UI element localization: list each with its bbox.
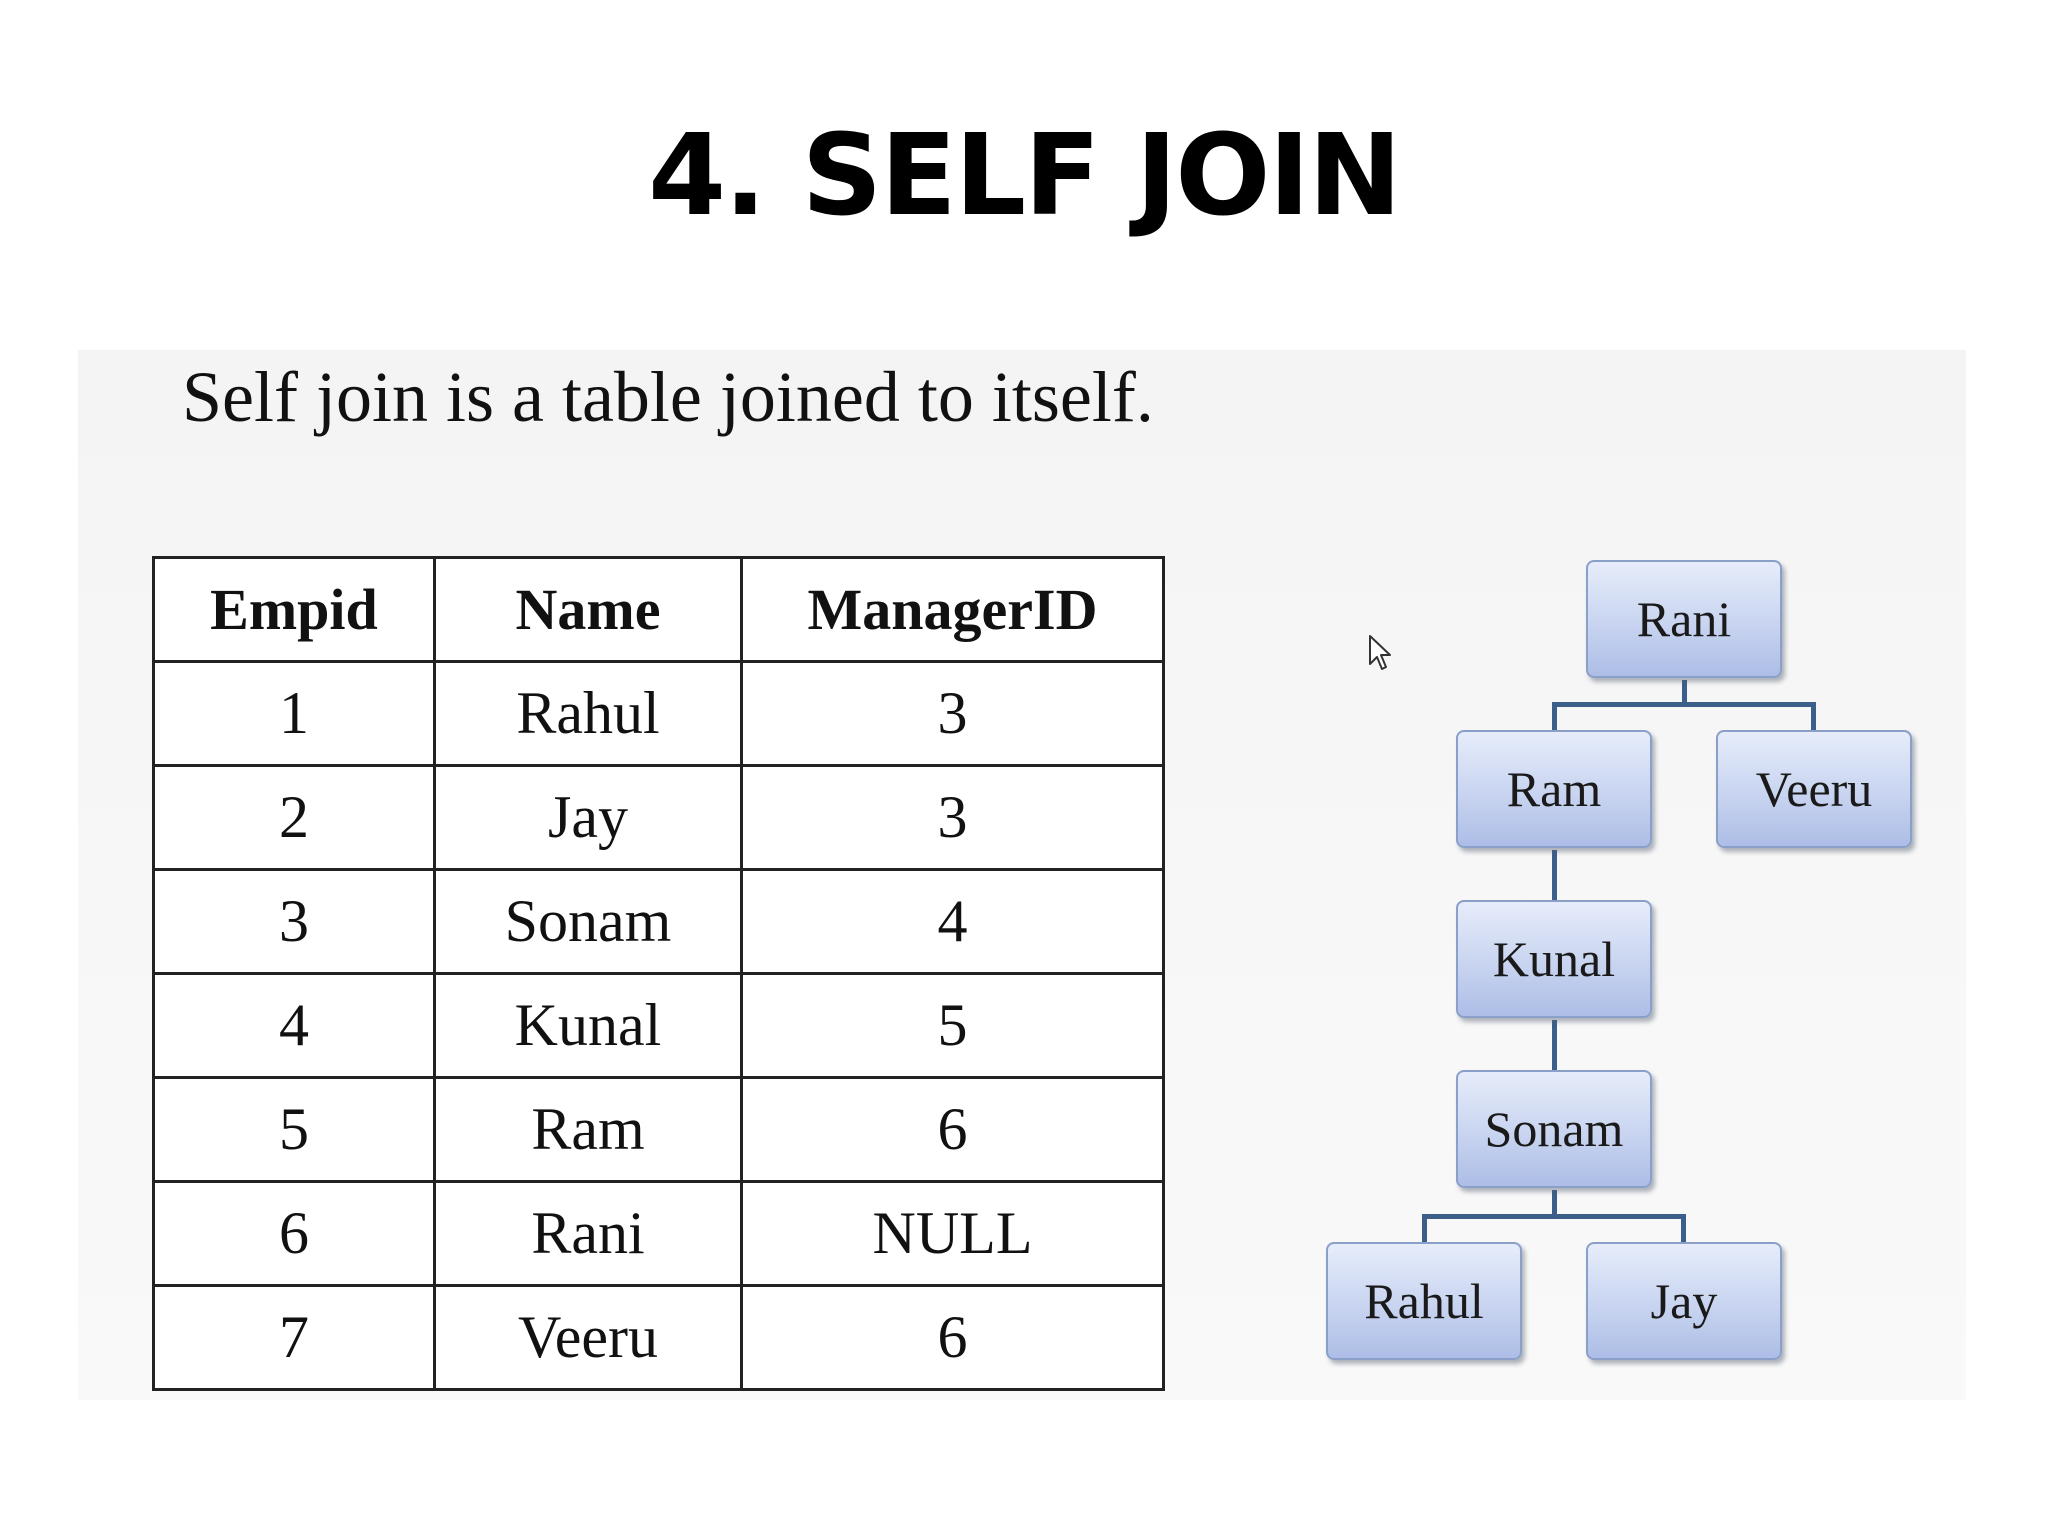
node-ram: Ram: [1456, 730, 1652, 848]
cell-empid: 5: [152, 1076, 436, 1183]
cell-empid: 6: [152, 1180, 436, 1287]
connector-line: [1811, 702, 1816, 732]
cell-name: Rani: [433, 1180, 743, 1287]
connector-line: [1681, 1214, 1686, 1244]
cell-managerid: NULL: [740, 1180, 1165, 1287]
cell-empid: 3: [152, 868, 436, 975]
cell-name: Kunal: [433, 972, 743, 1079]
connector-line: [1552, 702, 1816, 707]
column-header-name: Name: [433, 556, 743, 663]
connector-line: [1682, 680, 1687, 704]
table-row: 1 Rahul 3: [152, 660, 1165, 767]
table-header-row: Empid Name ManagerID: [152, 556, 1165, 663]
intro-text: Self join is a table joined to itself.: [182, 357, 1154, 437]
cell-name: Veeru: [433, 1284, 743, 1391]
cell-managerid: 4: [740, 868, 1165, 975]
column-header-managerid: ManagerID: [740, 556, 1165, 663]
node-sonam: Sonam: [1456, 1070, 1652, 1188]
table-row: 5 Ram 6: [152, 1076, 1165, 1183]
table-row: 7 Veeru 6: [152, 1284, 1165, 1391]
cell-name: Jay: [433, 764, 743, 871]
connector-line: [1552, 850, 1557, 902]
connector-line: [1422, 1214, 1686, 1219]
cell-name: Ram: [433, 1076, 743, 1183]
node-kunal: Kunal: [1456, 900, 1652, 1018]
node-rahul: Rahul: [1326, 1242, 1522, 1360]
cell-managerid: 5: [740, 972, 1165, 1079]
connector-line: [1552, 702, 1557, 732]
cell-empid: 1: [152, 660, 436, 767]
cell-empid: 2: [152, 764, 436, 871]
table-row: 6 Rani NULL: [152, 1180, 1165, 1287]
cell-empid: 4: [152, 972, 436, 1079]
table-row: 4 Kunal 5: [152, 972, 1165, 1079]
table-row: 3 Sonam 4: [152, 868, 1165, 975]
node-jay: Jay: [1586, 1242, 1782, 1360]
mouse-pointer-icon: [1369, 635, 1391, 670]
table-row: 2 Jay 3: [152, 764, 1165, 871]
cell-managerid: 6: [740, 1284, 1165, 1391]
cell-managerid: 3: [740, 764, 1165, 871]
cell-managerid: 3: [740, 660, 1165, 767]
employee-table: Empid Name ManagerID 1 Rahul 3 2 Jay 3 3…: [152, 556, 1165, 1391]
column-header-empid: Empid: [152, 556, 436, 663]
cell-managerid: 6: [740, 1076, 1165, 1183]
cell-name: Sonam: [433, 868, 743, 975]
connector-line: [1422, 1214, 1427, 1244]
node-rani: Rani: [1586, 560, 1782, 678]
cell-name: Rahul: [433, 660, 743, 767]
slide-title: 4. SELF JOIN: [648, 111, 1402, 241]
cell-empid: 7: [152, 1284, 436, 1391]
connector-line: [1552, 1190, 1557, 1216]
connector-line: [1552, 1020, 1557, 1072]
node-veeru: Veeru: [1716, 730, 1912, 848]
